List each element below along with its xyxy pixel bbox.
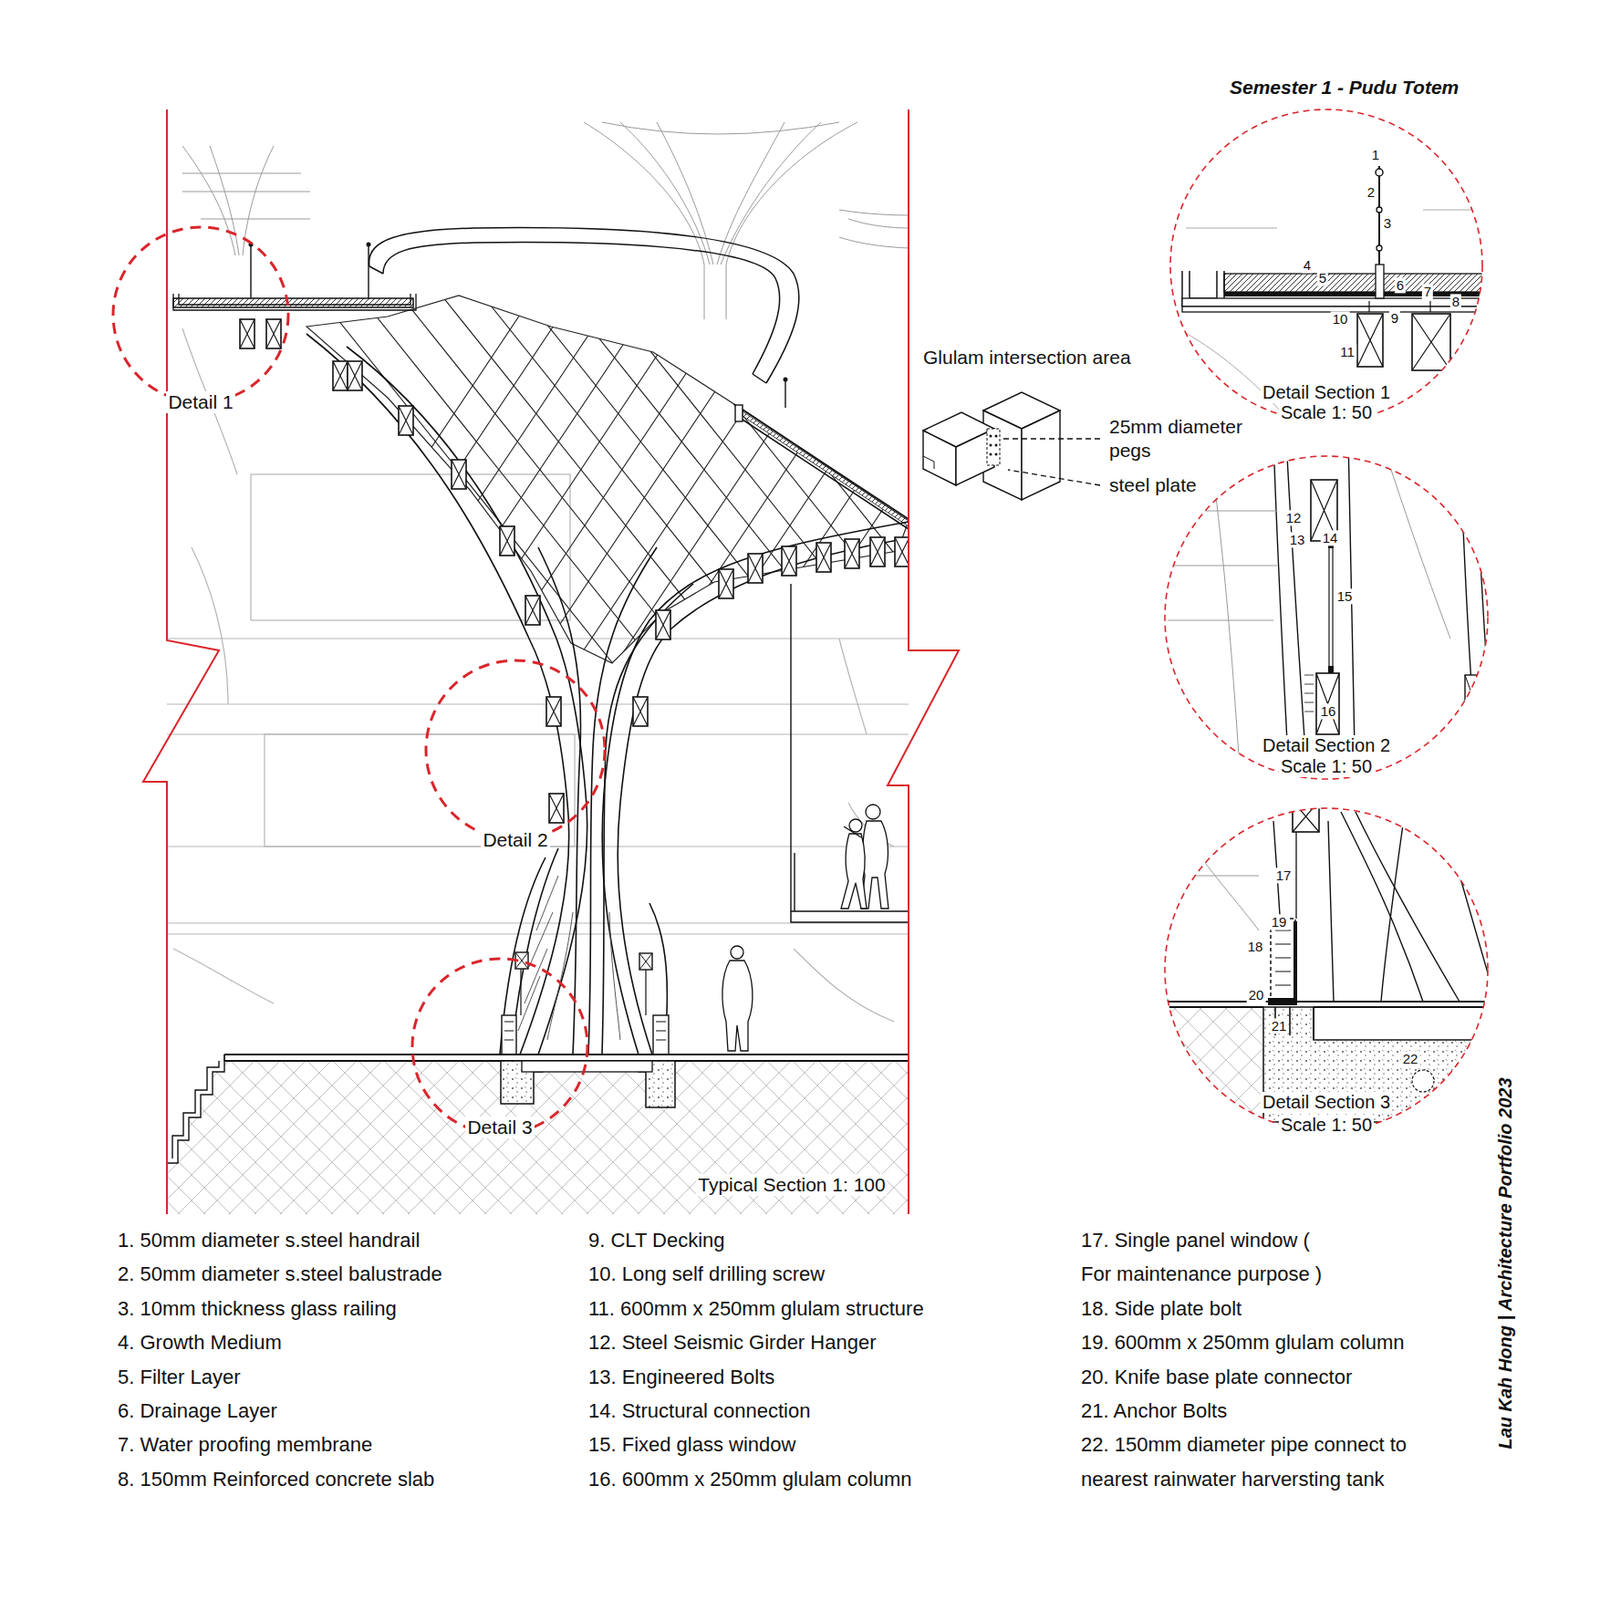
callout-number: 9: [1389, 310, 1401, 326]
author-credit: Lau Kah Hong | Architecture Portfolio 20…: [1495, 1077, 1517, 1449]
key-list-item: 12. Steel Seismic Girder Hanger: [588, 1325, 876, 1360]
callout-number: 12: [1284, 509, 1304, 526]
key-list-item: 20. Knife base plate connector: [1080, 1360, 1352, 1394]
circle-line: [412, 958, 588, 1134]
key-list-item: 15. Fixed glass window: [588, 1427, 796, 1462]
dashed-circle-outline: [1163, 806, 1490, 1133]
callout-number: 8: [1450, 293, 1462, 310]
detail-section-circle: Detail Section 1Scale 1: 50: [1168, 107, 1485, 424]
circle-line: [113, 227, 289, 403]
callout-number: 15: [1335, 588, 1355, 604]
callout-number: 14: [1320, 529, 1341, 546]
annotation-text: Glulam intersection area: [923, 346, 1132, 369]
key-list-item: 10. Long self drilling screw: [588, 1257, 825, 1291]
detail-callout-circle: Detail 2: [424, 658, 607, 842]
dashed-circle-outline: [111, 225, 291, 405]
dashed-circle-outline: [1163, 454, 1490, 781]
detail-label: Detail 1: [166, 391, 235, 414]
key-list-item: 5. Filter Layer: [117, 1360, 241, 1394]
circle-line: [1164, 808, 1488, 1132]
callout-number: 7: [1422, 283, 1434, 300]
detail-section-label: Scale 1: 50: [1278, 402, 1374, 424]
key-list-item: 17. Single panel window ( For maintenanc…: [1080, 1223, 1330, 1292]
key-list-item: 22. 150mm diameter pipe connect to neare…: [1080, 1427, 1442, 1497]
annotation-text: 25mm diameter pegs: [1109, 415, 1260, 463]
key-list-item: 1. 50mm diameter s.steel handrail: [117, 1223, 420, 1258]
callout-number: 1: [1370, 146, 1382, 163]
key-list-item: 19. 600mm x 250mm glulam column: [1080, 1325, 1405, 1360]
callout-number: 10: [1330, 311, 1351, 327]
detail-label: Detail 3: [465, 1116, 534, 1139]
dashed-circle-outline: [410, 956, 590, 1136]
detail-section-label: Detail Section 3: [1260, 1091, 1393, 1113]
key-list-item: 11. 600mm x 250mm glulam structure: [588, 1291, 925, 1326]
callout-number: 20: [1246, 987, 1267, 1003]
callout-number: 5: [1317, 270, 1329, 286]
callout-number: 19: [1269, 914, 1289, 930]
detail-callout-circle: Detail 3: [410, 956, 590, 1136]
key-list-item: 13. Engineered Bolts: [588, 1360, 775, 1394]
key-list-item: 2. 50mm diameter s.steel balustrade: [117, 1257, 443, 1291]
circle-line: [1164, 456, 1488, 780]
circle-line: [1170, 109, 1483, 422]
key-list-item: 21. Anchor Bolts: [1080, 1393, 1227, 1428]
key-list-item: 16. 600mm x 250mm glulam column: [588, 1462, 913, 1497]
circle-line: [425, 660, 605, 840]
key-list-item: 7. Water proofing membrane: [117, 1427, 373, 1462]
detail-section-circle: Detail Section 2Scale 1: 50: [1163, 454, 1490, 781]
callout-number: 2: [1365, 184, 1377, 200]
callout-number: 17: [1274, 867, 1294, 884]
detail-callout-circle: Detail 1: [111, 225, 291, 405]
callout-number: 6: [1394, 277, 1406, 293]
callout-number: 13: [1288, 531, 1308, 548]
scale-label: Typical Section 1: 100: [696, 1174, 887, 1196]
callout-number: 18: [1246, 938, 1266, 955]
dashed-circle-outline: [1168, 107, 1485, 424]
sheet-title: Semester 1 - Pudu Totem: [1229, 76, 1459, 99]
detail-section-label: Scale 1: 50: [1278, 1114, 1374, 1136]
callout-number: 4: [1301, 257, 1313, 273]
detail-section-label: Detail Section 1: [1260, 382, 1393, 404]
callout-number: 22: [1401, 1050, 1421, 1067]
detail-section-label: Scale 1: 50: [1278, 756, 1374, 778]
detail-section-circle: Detail Section 3Scale 1: 50: [1163, 806, 1490, 1133]
callout-number: 11: [1338, 343, 1357, 360]
callout-number: 16: [1319, 703, 1339, 719]
key-list-item: 4. Growth Medium: [117, 1325, 282, 1360]
annotation-text: steel plate: [1109, 474, 1197, 497]
key-list-item: 6. Drainage Layer: [117, 1393, 278, 1428]
detail-section-label: Detail Section 2: [1260, 735, 1393, 757]
detail-label: Detail 2: [480, 829, 550, 852]
key-list-item: 9. CLT Decking: [588, 1223, 726, 1258]
key-list-item: 14. Structural connection: [588, 1393, 811, 1428]
key-list-item: 8. 150mm Reinforced concrete slab: [117, 1462, 435, 1497]
key-list-item: 18. Side plate bolt: [1080, 1291, 1242, 1326]
dashed-circle-outline: [424, 658, 607, 842]
callout-number: 21: [1269, 1018, 1289, 1034]
key-list-item: 3. 10mm thickness glass railing: [117, 1291, 397, 1326]
callout-number: 3: [1381, 215, 1393, 231]
